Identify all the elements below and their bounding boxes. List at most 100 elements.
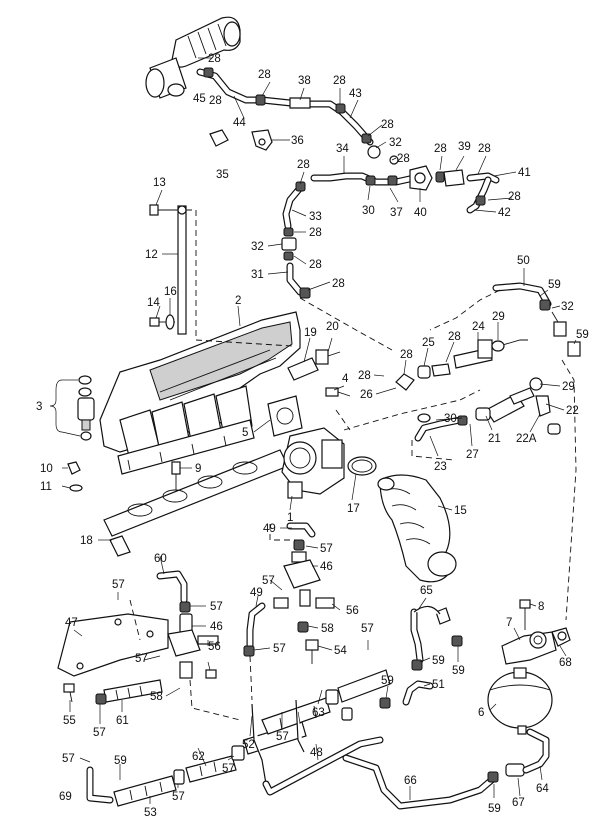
label-59: 59 [432,655,445,667]
label-69: 69 [59,791,72,803]
label-7: 7 [506,617,512,629]
label-28: 28 [297,159,310,171]
label-56: 56 [208,641,221,653]
label-9: 9 [195,463,201,475]
label-28: 28 [448,331,461,343]
label-43: 43 [349,88,362,100]
washer-16 [165,314,175,330]
label-38: 38 [298,75,311,87]
label-13: 13 [153,177,166,189]
label-57: 57 [222,763,235,775]
label-57: 57 [276,731,289,743]
label-28: 28 [258,69,271,81]
label-25: 25 [422,337,435,349]
bracket-36 [251,129,273,151]
label-49: 49 [250,587,263,599]
callout-leaders [49,57,577,804]
label-57: 57 [273,643,286,655]
label-59: 59 [114,755,127,767]
label-54: 54 [334,645,347,657]
label-64: 64 [536,783,549,795]
label-27: 27 [466,449,479,461]
label-28: 28 [381,119,394,131]
bracket-47 [57,613,169,677]
vacuum-line-top [196,67,399,165]
label-29: 29 [562,381,575,393]
label-28: 28 [434,143,447,155]
clip-35 [209,129,229,147]
label-28: 28 [209,95,222,107]
label-53: 53 [144,807,157,819]
label-5: 5 [242,427,248,439]
label-40: 40 [414,207,427,219]
label-68: 68 [559,657,572,669]
bolt-54 [305,639,319,664]
intake-air-hose [145,16,241,99]
label-28: 28 [208,53,221,65]
label-24: 24 [472,321,485,333]
vacuum-line-vertical [281,227,311,299]
pipe-24-26 [395,339,528,391]
label-28: 28 [332,278,345,290]
label-1: 1 [287,512,293,524]
label-59: 59 [381,675,394,687]
label-32: 32 [389,137,402,149]
label-55: 55 [63,715,76,727]
label-4: 4 [342,373,349,385]
label-59: 59 [452,665,465,677]
label-22a: 22A [516,433,537,445]
vacuum-line-mid [282,165,500,230]
hose-66 [342,728,550,810]
label-41: 41 [518,167,531,179]
label-65: 65 [420,585,433,597]
label-60: 60 [154,553,167,565]
label-51: 51 [432,679,445,691]
label-57: 57 [262,575,275,587]
label-15: 15 [454,505,467,517]
label-8: 8 [538,601,544,613]
assembly-boundaries [129,209,577,721]
evap-line-right [492,282,581,357]
label-14: 14 [147,297,160,309]
label-67: 67 [512,797,525,809]
label-20: 20 [326,321,339,333]
label-42: 42 [498,207,511,219]
label-47: 47 [65,617,78,629]
hose-23 [414,413,468,442]
label-12: 12 [145,249,158,261]
hose-65 [410,605,463,671]
label-28: 28 [333,75,346,87]
label-49: 49 [263,523,276,535]
solenoid-valve-left [167,601,219,679]
label-52: 52 [242,739,255,751]
label-61: 61 [116,715,129,727]
label-6: 6 [478,707,484,719]
label-57: 57 [112,579,125,591]
label-26: 26 [360,389,373,401]
label-46: 46 [320,561,333,573]
label-58: 58 [150,691,163,703]
label-33: 33 [309,211,322,223]
throttle-body [281,427,345,499]
label-57: 57 [135,653,148,665]
label-44: 44 [233,117,246,129]
fuel-rail-bolt-9 [171,461,181,490]
bracket-7 [501,627,571,665]
label-3: 3 [36,401,42,413]
bolt-8 [519,599,531,630]
label-45: 45 [193,93,206,105]
label-28: 28 [358,370,371,382]
hose-60 [156,570,188,604]
label-46: 46 [210,621,223,633]
label-30: 30 [444,413,457,425]
vacuum-reservoir [487,667,553,735]
label-66: 66 [404,775,417,787]
label-28: 28 [309,259,322,271]
label-19: 19 [304,327,317,339]
label-58: 58 [321,623,334,635]
label-36: 36 [291,135,304,147]
throttle-body-gasket [267,395,303,437]
label-39: 39 [458,141,471,153]
label-28: 28 [508,191,521,203]
